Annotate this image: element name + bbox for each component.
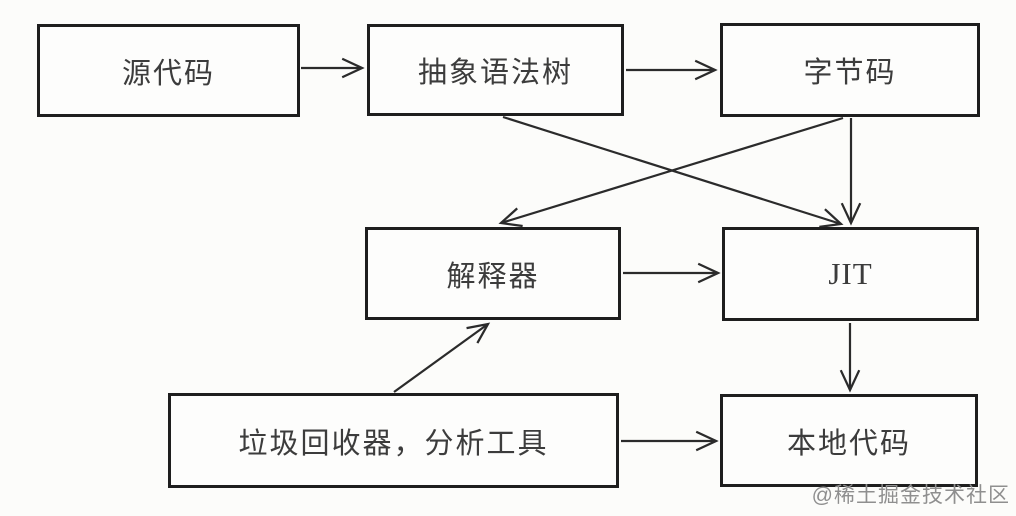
node-bytecode: 字节码 — [720, 23, 980, 117]
watermark-text: @稀土掘金技术社区 — [811, 484, 1010, 507]
edge-bytecode-to-interpreter — [498, 116, 844, 228]
node-garbage-collector-profiler-label: 垃圾回收器，分析工具 — [238, 427, 549, 460]
node-source-code: 源代码 — [37, 24, 300, 117]
node-jit: JIT — [722, 227, 979, 321]
node-interpreter: 解释器 — [365, 227, 621, 320]
node-native-code: 本地代码 — [720, 394, 978, 487]
node-jit-label: JIT — [828, 256, 873, 291]
edge-gc-to-interpreter — [393, 322, 491, 393]
node-interpreter-label: 解释器 — [446, 260, 540, 293]
node-abstract-syntax-tree-label: 抽象语法树 — [417, 57, 573, 89]
node-source-code-label: 源代码 — [121, 57, 215, 90]
edge-ast-to-jit — [502, 115, 844, 228]
node-abstract-syntax-tree: 抽象语法树 — [367, 24, 624, 116]
node-bytecode-label: 字节码 — [803, 57, 897, 89]
node-garbage-collector-profiler: 垃圾回收器，分析工具 — [168, 393, 619, 488]
node-native-code-label: 本地代码 — [786, 427, 911, 460]
